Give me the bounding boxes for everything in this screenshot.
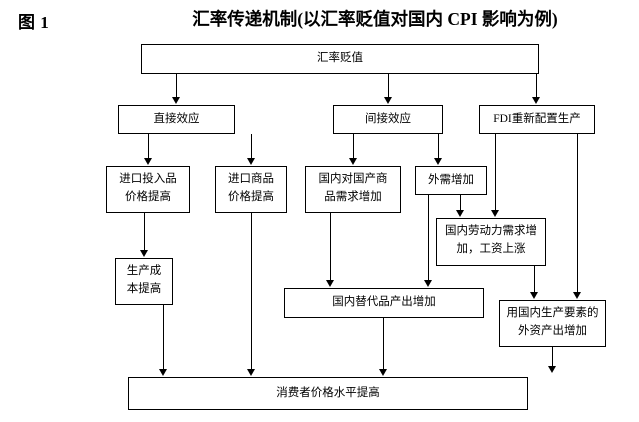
arrowhead-direct-to-import-input bbox=[144, 158, 152, 165]
node-label-line2: 价格提高 bbox=[228, 190, 274, 203]
arrowhead-foreign-demand-to-substitute bbox=[424, 280, 432, 287]
arrowhead-fdi-to-fdi-output bbox=[573, 292, 581, 299]
node-production-cost: 生产成 本提高 bbox=[115, 258, 173, 305]
node-import-input-price: 进口投入品 价格提高 bbox=[106, 166, 190, 213]
node-domestic-demand: 国内对国产商 品需求增加 bbox=[305, 166, 401, 213]
node-label-line1: 用国内生产要素的 bbox=[506, 307, 599, 319]
node-label-line1: 进口商品 bbox=[228, 173, 274, 185]
node-label: 消费者价格水平提高 bbox=[276, 386, 380, 399]
node-label-line2: 外资产出增加 bbox=[518, 324, 587, 337]
node-label: 直接效应 bbox=[153, 112, 200, 125]
node-fdi-reallocation: FDI重新配置生产 bbox=[479, 105, 595, 134]
node-exchange-rate-depreciation: 汇率贬值 bbox=[141, 44, 539, 74]
edge-root-to-direct bbox=[176, 74, 177, 99]
edge-production-cost-to-cpi bbox=[163, 305, 164, 370]
edge-import-input-to-production-cost bbox=[144, 213, 145, 251]
arrowhead-labor-demand-to-fdi-output bbox=[530, 292, 538, 299]
arrowhead-root-to-fdi bbox=[532, 97, 540, 104]
arrowhead-production-cost-to-cpi bbox=[159, 369, 167, 376]
node-labor-demand: 国内劳动力需求增 加，工资上涨 bbox=[436, 218, 546, 266]
edge-labor-demand-to-fdi-output bbox=[534, 266, 535, 294]
arrowhead-substitute-to-cpi bbox=[379, 369, 387, 376]
arrowhead-root-to-direct bbox=[172, 97, 180, 104]
figure-title-row: 图 1 汇率传递机制(以汇率贬值对国内 CPI 影响为例) bbox=[0, 6, 639, 36]
edge-substitute-to-cpi bbox=[383, 318, 384, 370]
edge-root-to-indirect bbox=[388, 74, 389, 99]
node-label: 外需增加 bbox=[428, 173, 474, 186]
node-label-line1: 进口投入品 bbox=[119, 173, 177, 185]
arrowhead-direct-to-import-goods bbox=[247, 158, 255, 165]
arrowhead-root-to-indirect bbox=[384, 97, 392, 104]
edge-indirect-to-foreign-demand bbox=[438, 134, 439, 160]
node-fdi-output: 用国内生产要素的 外资产出增加 bbox=[499, 300, 606, 347]
edge-direct-to-import-input bbox=[148, 134, 149, 160]
node-label-line1: 国内劳动力需求增 bbox=[445, 225, 537, 237]
node-import-goods-price: 进口商品 价格提高 bbox=[215, 166, 287, 213]
node-direct-effect: 直接效应 bbox=[118, 105, 235, 134]
arrowhead-import-goods-to-cpi bbox=[247, 369, 255, 376]
node-indirect-effect: 间接效应 bbox=[333, 105, 443, 134]
edge-foreign-demand-to-substitute bbox=[428, 195, 429, 281]
edge-direct-to-import-goods bbox=[251, 134, 252, 160]
edge-domestic-demand-to-substitute bbox=[330, 213, 331, 281]
node-label-line2: 价格提高 bbox=[125, 190, 171, 203]
edge-fdi-output-to-cpi bbox=[552, 347, 553, 369]
page-title: 汇率传递机制(以汇率贬值对国内 CPI 影响为例) bbox=[192, 9, 558, 29]
node-label-line2: 本提高 bbox=[126, 282, 162, 295]
node-label-line2: 加，工资上涨 bbox=[456, 242, 526, 255]
node-cpi: 消费者价格水平提高 bbox=[128, 377, 528, 410]
arrowhead-domestic-demand-to-substitute bbox=[326, 280, 334, 287]
edge-fdi-to-fdi-output bbox=[577, 134, 578, 294]
arrowhead-indirect-to-domestic-demand bbox=[349, 158, 357, 165]
arrowhead-fdi-to-labor-demand bbox=[491, 210, 499, 217]
edge-fdi-to-labor-demand bbox=[495, 134, 496, 212]
arrowhead-import-input-to-production-cost bbox=[140, 250, 148, 257]
node-label: 国内替代品产出增加 bbox=[332, 296, 436, 309]
figure-label: 图 1 bbox=[18, 13, 50, 32]
node-label: 间接效应 bbox=[365, 112, 411, 125]
node-label: 汇率贬值 bbox=[317, 52, 363, 65]
node-label-line1: 国内对国产商 bbox=[318, 173, 388, 185]
arrowhead-indirect-to-foreign-demand bbox=[434, 158, 442, 165]
node-foreign-demand: 外需增加 bbox=[415, 166, 487, 195]
edge-indirect-to-domestic-demand bbox=[353, 134, 354, 160]
arrowhead-fdi-output-to-cpi bbox=[548, 366, 556, 373]
node-substitute-output: 国内替代品产出增加 bbox=[284, 288, 484, 318]
edge-foreign-demand-to-labor-demand bbox=[460, 195, 461, 212]
arrowhead-foreign-demand-to-labor-demand bbox=[456, 210, 464, 217]
edge-root-to-fdi bbox=[536, 74, 537, 99]
node-label-line1: 生产成 bbox=[126, 265, 162, 277]
node-label-line2: 品需求增加 bbox=[324, 190, 382, 203]
node-label: FDI重新配置生产 bbox=[493, 112, 581, 125]
edge-import-goods-to-cpi bbox=[251, 213, 252, 370]
